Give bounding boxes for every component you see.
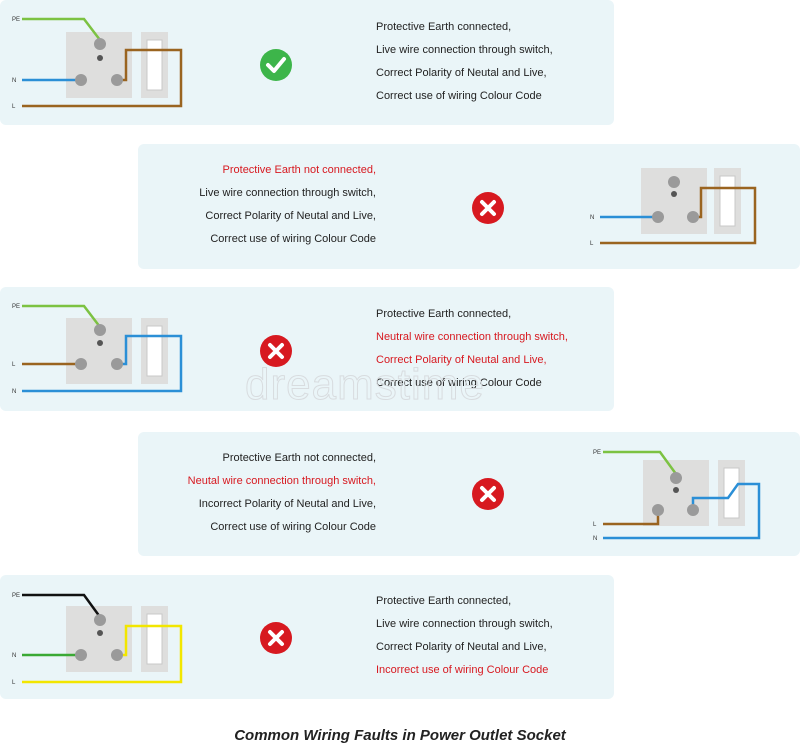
earth-hole <box>97 340 103 346</box>
earth-wire <box>22 593 102 618</box>
description: Protective Earth not connected, Neutal w… <box>138 447 376 539</box>
panel-1: PE N L Protective Earth connected, Live … <box>0 0 614 125</box>
description: Protective Earth connected, Live wire co… <box>376 590 616 682</box>
description-line: Correct Polarity of Neutal and Live, <box>205 210 376 222</box>
description-line: Protective Earth connected, <box>376 308 512 320</box>
earth-pin <box>94 38 106 50</box>
description-line: Incorrect use of wiring Colour Code <box>376 664 549 676</box>
live-wire <box>600 186 757 245</box>
wiring-diagram: PE N L <box>12 593 183 686</box>
earth-hole <box>673 487 679 493</box>
switch-rocker <box>146 39 163 91</box>
wiring-diagram: PE L N <box>593 450 761 542</box>
wire-label: N <box>12 653 16 659</box>
description-line: Live wire connection through switch, <box>199 187 376 199</box>
description-line: Incorrect Polarity of Neutal and Live, <box>198 498 376 510</box>
description-line: Protective Earth not connected, <box>222 452 376 464</box>
wire-label: L <box>12 362 16 368</box>
description-line: Live wire connection through switch, <box>376 618 553 630</box>
panel-5: PE N L Protective Earth connected, Live … <box>0 575 614 699</box>
description-line: Protective Earth connected, <box>376 21 512 33</box>
earth-wire <box>22 304 101 328</box>
description-line: Correct Polarity of Neutal and Live, <box>376 67 547 79</box>
earth-hole <box>97 55 103 61</box>
wiring-diagram: N L <box>590 168 757 247</box>
wire-label: PE <box>12 304 20 310</box>
description-line: Correct Polarity of Neutal and Live, <box>376 641 547 653</box>
wire-label: L <box>593 522 597 528</box>
earth-pin <box>668 176 680 188</box>
description-line: Correct use of wiring Colour Code <box>210 521 376 533</box>
live-pin <box>75 358 87 370</box>
earth-pin <box>670 472 682 484</box>
cross-icon <box>472 478 504 510</box>
neutral-wire <box>603 482 761 540</box>
neutral-pin <box>75 74 87 86</box>
description-line: Correct use of wiring Colour Code <box>210 233 376 245</box>
live-pin <box>652 504 664 516</box>
wiring-diagram: PE L N <box>12 304 183 395</box>
panel-4: Protective Earth not connected, Neutal w… <box>138 432 800 556</box>
wire-label: PE <box>12 17 20 23</box>
description: Protective Earth not connected, Live wir… <box>138 159 376 251</box>
wire-label: N <box>12 78 16 84</box>
wire-label: PE <box>593 450 601 456</box>
neutral-wire <box>22 334 183 393</box>
panel-2: Protective Earth not connected, Live wir… <box>138 144 800 269</box>
check-icon <box>260 49 292 81</box>
switch-rocker <box>146 325 163 377</box>
cross-icon <box>472 192 504 224</box>
wire-label: L <box>12 104 16 110</box>
switch-rocker <box>146 613 163 665</box>
description-line: Neutral wire connection through switch, <box>376 331 568 343</box>
wire-label: L <box>12 680 16 686</box>
cross-icon <box>260 622 292 654</box>
watermark: dreamstime <box>245 360 485 410</box>
neutral-pin <box>652 211 664 223</box>
panel-3: PE L N Protective Earth connected, Neutr… <box>0 287 614 411</box>
description-line: Protective Earth connected, <box>376 595 512 607</box>
wire-label: L <box>590 241 594 247</box>
live-pin <box>687 211 699 223</box>
description-line: Correct use of wiring Colour Code <box>376 90 542 102</box>
description-line: Correct Polarity of Neutal and Live, <box>376 354 547 366</box>
neutral-pin <box>111 358 123 370</box>
neutral-pin <box>75 649 87 661</box>
description: Protective Earth connected, Live wire co… <box>376 16 616 108</box>
live-pin <box>111 74 123 86</box>
earth-wire <box>603 450 678 475</box>
neutral-pin <box>687 504 699 516</box>
page-title: Common Wiring Faults in Power Outlet Soc… <box>234 727 566 744</box>
wire-label: N <box>593 536 597 542</box>
description-line: Protective Earth not connected, <box>222 164 376 176</box>
earth-pin <box>94 324 106 336</box>
description: Protective Earth connected, Neutral wire… <box>376 303 616 395</box>
live-wire <box>22 48 183 108</box>
earth-wire <box>22 17 101 41</box>
wire-label: N <box>12 389 16 395</box>
live-pin <box>111 649 123 661</box>
description-line: Correct use of wiring Colour Code <box>376 377 542 389</box>
earth-hole <box>97 630 103 636</box>
description-line: Neutal wire connection through switch, <box>187 475 376 487</box>
earth-hole <box>671 191 677 197</box>
switch-rocker <box>719 175 736 227</box>
cross-icon <box>260 335 292 367</box>
earth-pin <box>94 614 106 626</box>
wire-label: N <box>590 215 594 221</box>
wire-label: PE <box>12 593 20 599</box>
live-wire <box>22 624 183 684</box>
wiring-diagram: PE N L <box>12 17 183 110</box>
description-line: Live wire connection through switch, <box>376 44 553 56</box>
